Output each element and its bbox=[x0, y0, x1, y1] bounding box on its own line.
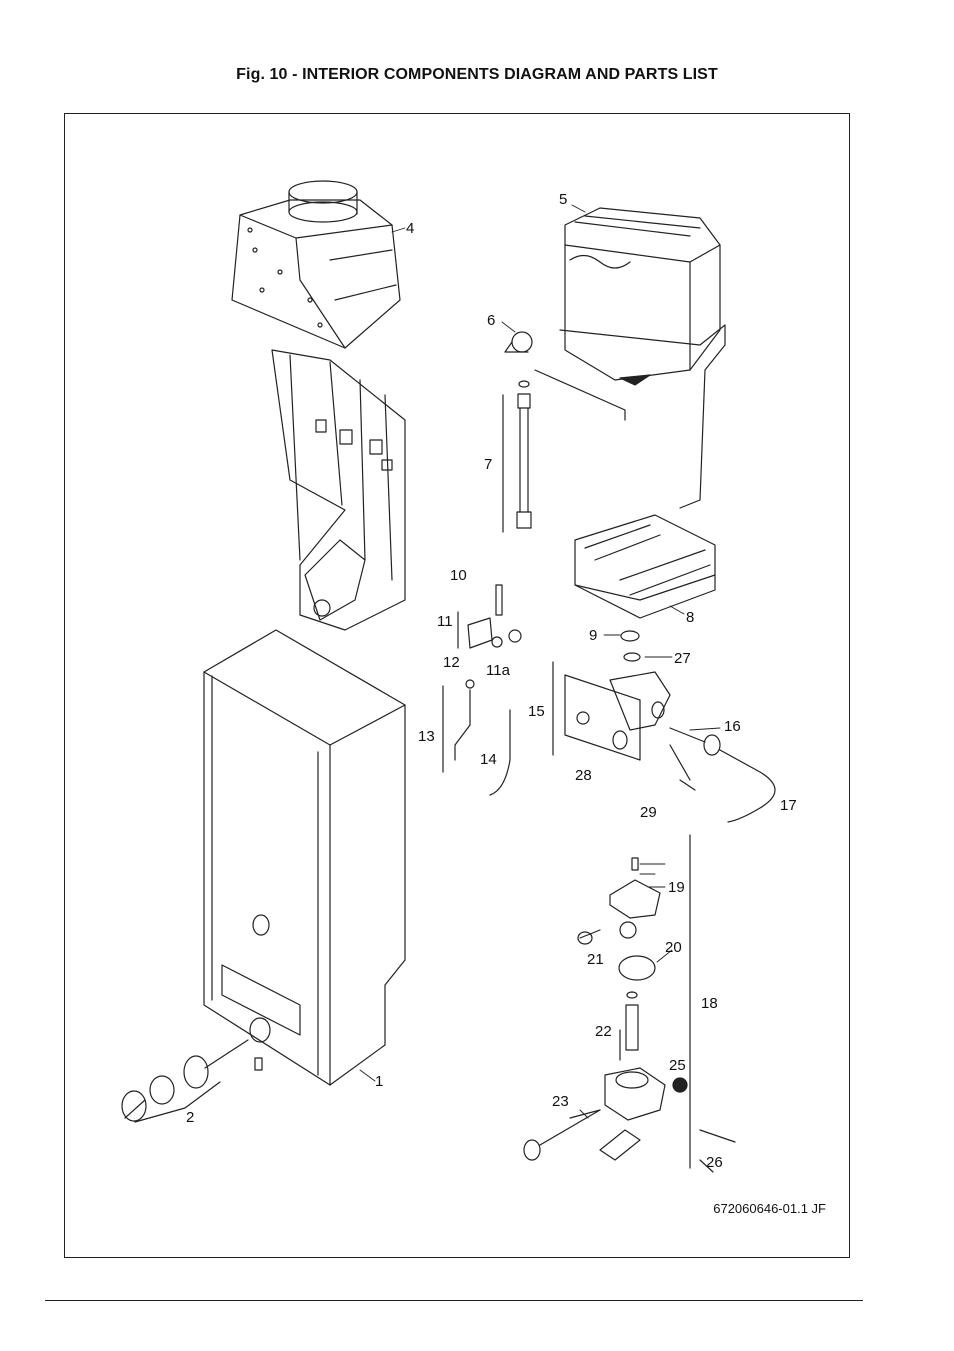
callout-28: 28 bbox=[575, 767, 592, 784]
callout-23: 23 bbox=[552, 1093, 569, 1110]
callout-7: 7 bbox=[484, 456, 493, 473]
callout-5: 5 bbox=[559, 191, 568, 208]
flexible-hose-part-7 bbox=[502, 369, 626, 533]
outer-casing-part-1 bbox=[203, 629, 406, 1086]
callout-13: 13 bbox=[418, 728, 435, 745]
callout-25: 25 bbox=[669, 1057, 686, 1074]
callout-16: 16 bbox=[724, 718, 741, 735]
callout-11: 11 bbox=[437, 613, 453, 630]
callout-2: 2 bbox=[186, 1109, 195, 1126]
flue-hood-part-4 bbox=[231, 180, 401, 349]
sensor-part-6 bbox=[504, 331, 533, 353]
sensor-lead-parts-16-17 bbox=[669, 727, 776, 823]
callout-26: 26 bbox=[706, 1154, 723, 1171]
leader-lines bbox=[359, 204, 721, 1119]
callout-10: 10 bbox=[450, 567, 467, 584]
heat-exchanger-part-5 bbox=[559, 207, 726, 509]
callout-17: 17 bbox=[780, 797, 797, 814]
callout-18: 18 bbox=[701, 995, 718, 1012]
callout-27: 27 bbox=[674, 650, 691, 667]
callout-21: 21 bbox=[587, 951, 604, 968]
callout-1: 1 bbox=[375, 1073, 384, 1090]
callout-12: 12 bbox=[443, 654, 460, 671]
burner-part-8 bbox=[574, 514, 716, 619]
callout-22: 22 bbox=[595, 1023, 612, 1040]
callout-11a: 11a bbox=[486, 662, 510, 679]
callout-8: 8 bbox=[686, 609, 695, 626]
callout-20: 20 bbox=[665, 939, 682, 956]
footer-rule bbox=[45, 1300, 863, 1301]
callout-9: 9 bbox=[589, 627, 598, 644]
document-code: 672060646-01.1 JF bbox=[713, 1201, 826, 1216]
water-valve-assembly-parts-18-26 bbox=[523, 834, 736, 1173]
chamber-panel bbox=[271, 349, 406, 631]
callout-15: 15 bbox=[528, 703, 545, 720]
callout-6: 6 bbox=[487, 312, 496, 329]
diagram-frame bbox=[64, 113, 850, 1258]
knob-assembly-part-2 bbox=[121, 1039, 249, 1123]
callout-4: 4 bbox=[406, 220, 415, 237]
washer-part-27 bbox=[623, 652, 641, 662]
callout-19: 19 bbox=[668, 879, 685, 896]
callout-29: 29 bbox=[640, 804, 657, 821]
callout-14: 14 bbox=[480, 751, 497, 768]
figure-title: Fig. 10 - INTERIOR COMPONENTS DIAGRAM AN… bbox=[236, 66, 718, 83]
gas-valve-part-15 bbox=[552, 661, 671, 761]
seal-part-9 bbox=[620, 630, 640, 642]
ignition-parts-10-14 bbox=[442, 584, 522, 796]
screw-part-29 bbox=[669, 744, 696, 791]
